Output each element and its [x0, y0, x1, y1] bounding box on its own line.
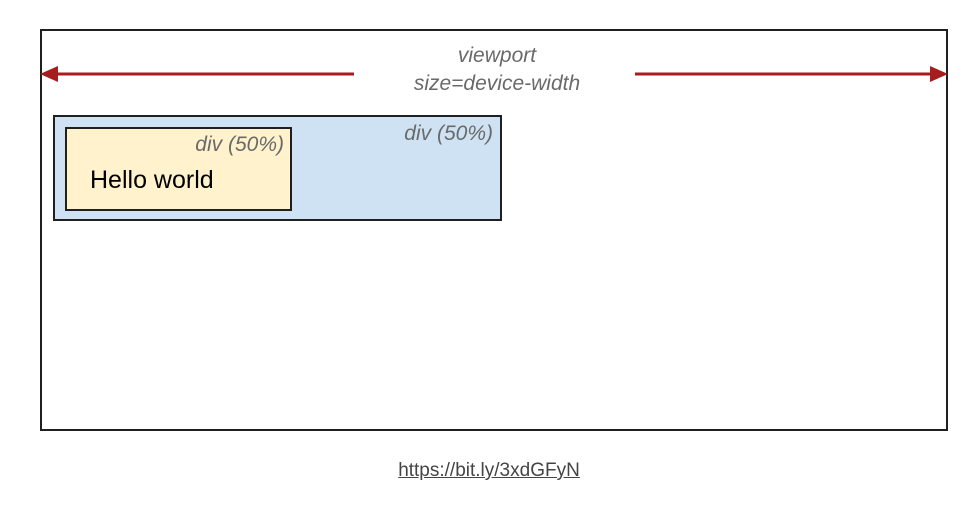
source-link[interactable]: https://bit.ly/3xdGFyN — [398, 460, 580, 481]
arrow-left-icon — [40, 66, 354, 82]
arrow-right-icon — [635, 66, 948, 82]
inner-div-box: div (50%) Hello world — [65, 127, 292, 211]
viewport-frame — [40, 29, 948, 431]
outer-div-label: div (50%) — [404, 122, 493, 145]
viewport-label-size: size=device-width — [413, 72, 581, 95]
viewport-label-title: viewport — [457, 44, 537, 67]
inner-div-label: div (50%) — [195, 133, 284, 156]
hello-world-text: Hello world — [90, 166, 214, 194]
viewport-label: viewport size=device-width — [400, 42, 594, 98]
viewport-width-arrows — [40, 66, 948, 82]
